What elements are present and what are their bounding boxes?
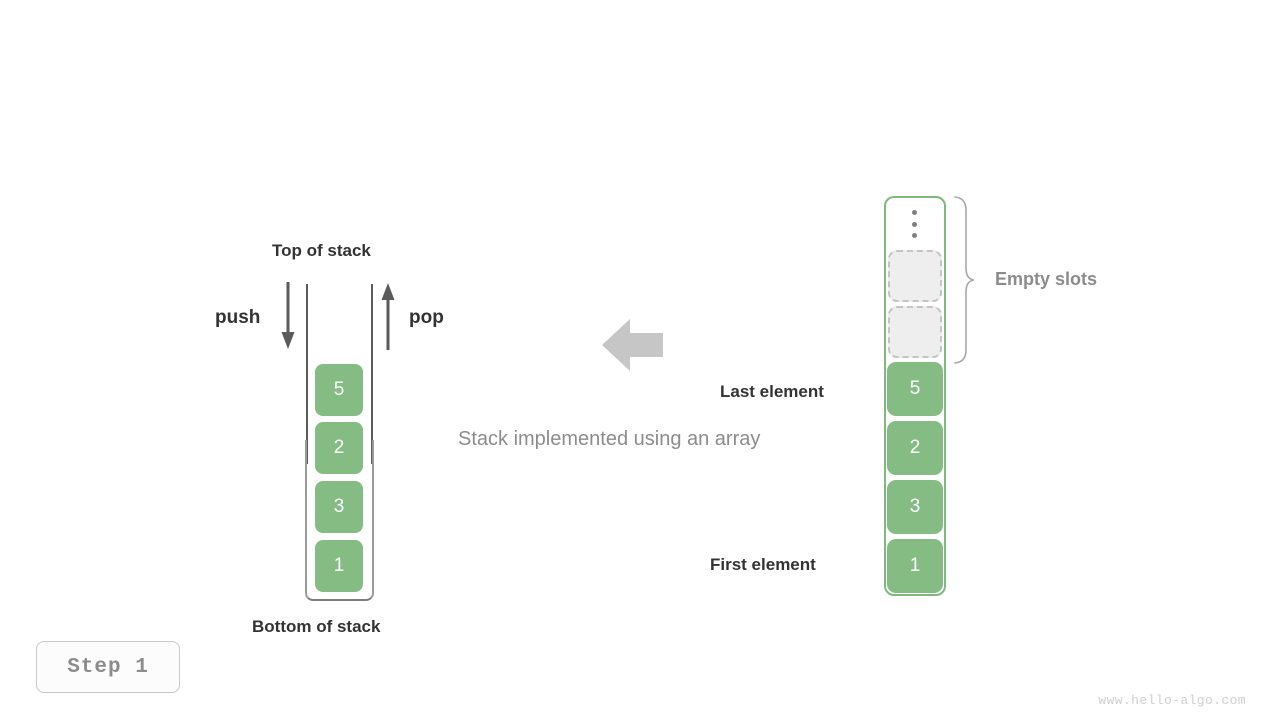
stack-cell: 5	[315, 364, 363, 416]
empty-slots-label: Empty slots	[995, 269, 1098, 289]
stack-wall-right	[371, 284, 373, 464]
arrow-left-icon	[602, 319, 663, 371]
arrow-down-icon	[281, 282, 295, 349]
figure-caption: Stack implemented using an array	[458, 428, 761, 450]
step-badge[interactable]: Step 1	[36, 641, 180, 693]
stack-cell: 1	[315, 540, 363, 592]
push-label: push	[215, 307, 261, 328]
stack-cell: 3	[315, 481, 363, 533]
pop-label: pop	[409, 307, 444, 328]
last-element-label: Last element	[720, 382, 824, 401]
empty-slot	[888, 306, 942, 358]
curly-brace-icon	[954, 196, 975, 364]
first-element-label: First element	[710, 555, 816, 574]
stack-cell: 2	[315, 422, 363, 474]
stack-wall-left	[306, 284, 308, 464]
watermark-url: www.hello-algo.com	[1098, 693, 1246, 708]
arrow-up-icon	[381, 283, 395, 350]
array-cell: 1	[887, 539, 943, 593]
empty-slot	[888, 250, 942, 302]
vertical-ellipsis-icon	[909, 210, 919, 238]
top-of-stack-label: Top of stack	[272, 241, 371, 260]
array-cell: 5	[887, 362, 943, 416]
stack-container	[305, 440, 374, 601]
array-cell: 2	[887, 421, 943, 475]
bottom-of-stack-label: Bottom of stack	[252, 617, 381, 636]
array-cell: 3	[887, 480, 943, 534]
